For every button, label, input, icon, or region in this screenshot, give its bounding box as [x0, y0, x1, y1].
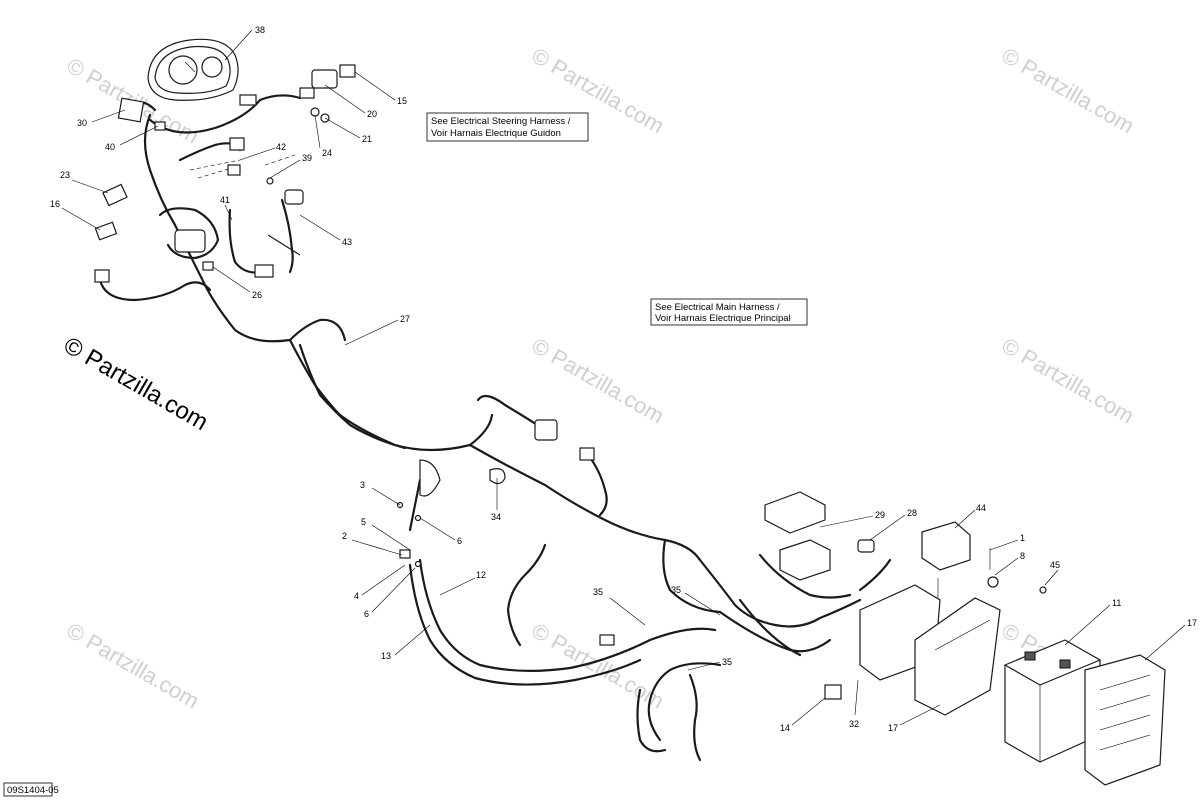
- reference-note-box: [650, 298, 808, 326]
- diagram-code-text: 09S1404-05: [7, 785, 59, 796]
- callout-13: 13: [381, 651, 391, 661]
- diagram-code-box: [3, 782, 53, 797]
- callout-5: 5: [361, 517, 366, 527]
- watermark-text: © Partzilla.com: [998, 333, 1139, 429]
- callout-15: 15: [397, 96, 407, 106]
- watermark-text: © Partzilla.com: [998, 43, 1139, 139]
- fuse-box-group: [764, 491, 1047, 600]
- callout-41: 41: [220, 195, 230, 205]
- dashed-guides: [189, 154, 296, 179]
- callout-30: 30: [77, 118, 87, 128]
- reference-note-box: [426, 112, 589, 142]
- watermark-text: © Partzilla.com: [63, 618, 204, 714]
- callout-16: 16: [50, 199, 60, 209]
- main-harness: [288, 338, 892, 657]
- reference-note-line: Voir Harnais Electrique Principal: [655, 313, 791, 324]
- callout-6: 6: [457, 536, 462, 546]
- watermark-text: © Partzilla.com: [528, 333, 669, 429]
- callout-35-a: 35: [593, 587, 603, 597]
- callout-39: 39: [302, 153, 312, 163]
- callout-42: 42: [276, 142, 286, 152]
- lower-harness: [408, 543, 722, 762]
- instrument-cluster: [147, 38, 239, 101]
- callout-34: 34: [491, 512, 501, 522]
- callout-6b: 6: [364, 609, 369, 619]
- reference-note-main: See Electrical Main Harness / Voir Harna…: [650, 298, 808, 326]
- callout-21: 21: [362, 134, 372, 144]
- callout-35-b: 35: [671, 585, 681, 595]
- callout-26: 26: [252, 290, 262, 300]
- callout-44: 44: [976, 503, 986, 513]
- reference-note-line: Voir Harnais Electrique Guidon: [431, 128, 561, 139]
- diagram-code: 09S1404-05: [3, 782, 59, 797]
- callout-35-c: 35: [722, 657, 732, 667]
- watermark-main: © Partzilla.com: [59, 332, 213, 436]
- reference-note-line: See Electrical Main Harness /: [655, 302, 780, 313]
- callout-12: 12: [476, 570, 486, 580]
- callout-20: 20: [367, 109, 377, 119]
- watermark-text: © Partzilla.com: [528, 618, 669, 714]
- callout-4: 4: [354, 591, 359, 601]
- upper-harness: [98, 94, 347, 343]
- callout-43: 43: [342, 237, 352, 247]
- callout-3: 3: [360, 480, 365, 490]
- callout-45: 45: [1050, 560, 1060, 570]
- battery-cover: [1084, 654, 1166, 786]
- reference-note-steering: See Electrical Steering Harness / Voir H…: [426, 112, 589, 142]
- callout-32: 32: [849, 719, 859, 729]
- callout-29: 29: [875, 510, 885, 520]
- callout-1: 1: [1020, 533, 1025, 543]
- callout-17-right: 17: [1187, 618, 1197, 628]
- left-small-parts: [94, 64, 356, 283]
- battery-tray: [859, 584, 1001, 716]
- reference-note-line: See Electrical Steering Harness /: [431, 116, 571, 127]
- callout-8: 8: [1020, 551, 1025, 561]
- callouts: 38 15 20 21 24 30 40 42 39 23 16 41 43 2…: [50, 25, 1197, 733]
- middle-small-parts: [396, 419, 842, 700]
- callout-14: 14: [780, 723, 790, 733]
- callout-17: 17: [888, 723, 898, 733]
- callout-23: 23: [60, 170, 70, 180]
- battery: [1004, 639, 1101, 763]
- callout-11: 11: [1112, 598, 1121, 608]
- callout-40: 40: [105, 142, 115, 152]
- callout-2: 2: [342, 531, 347, 541]
- callout-27: 27: [400, 314, 410, 324]
- callout-38: 38: [255, 25, 265, 35]
- callout-28: 28: [907, 508, 917, 518]
- callout-24: 24: [322, 148, 332, 158]
